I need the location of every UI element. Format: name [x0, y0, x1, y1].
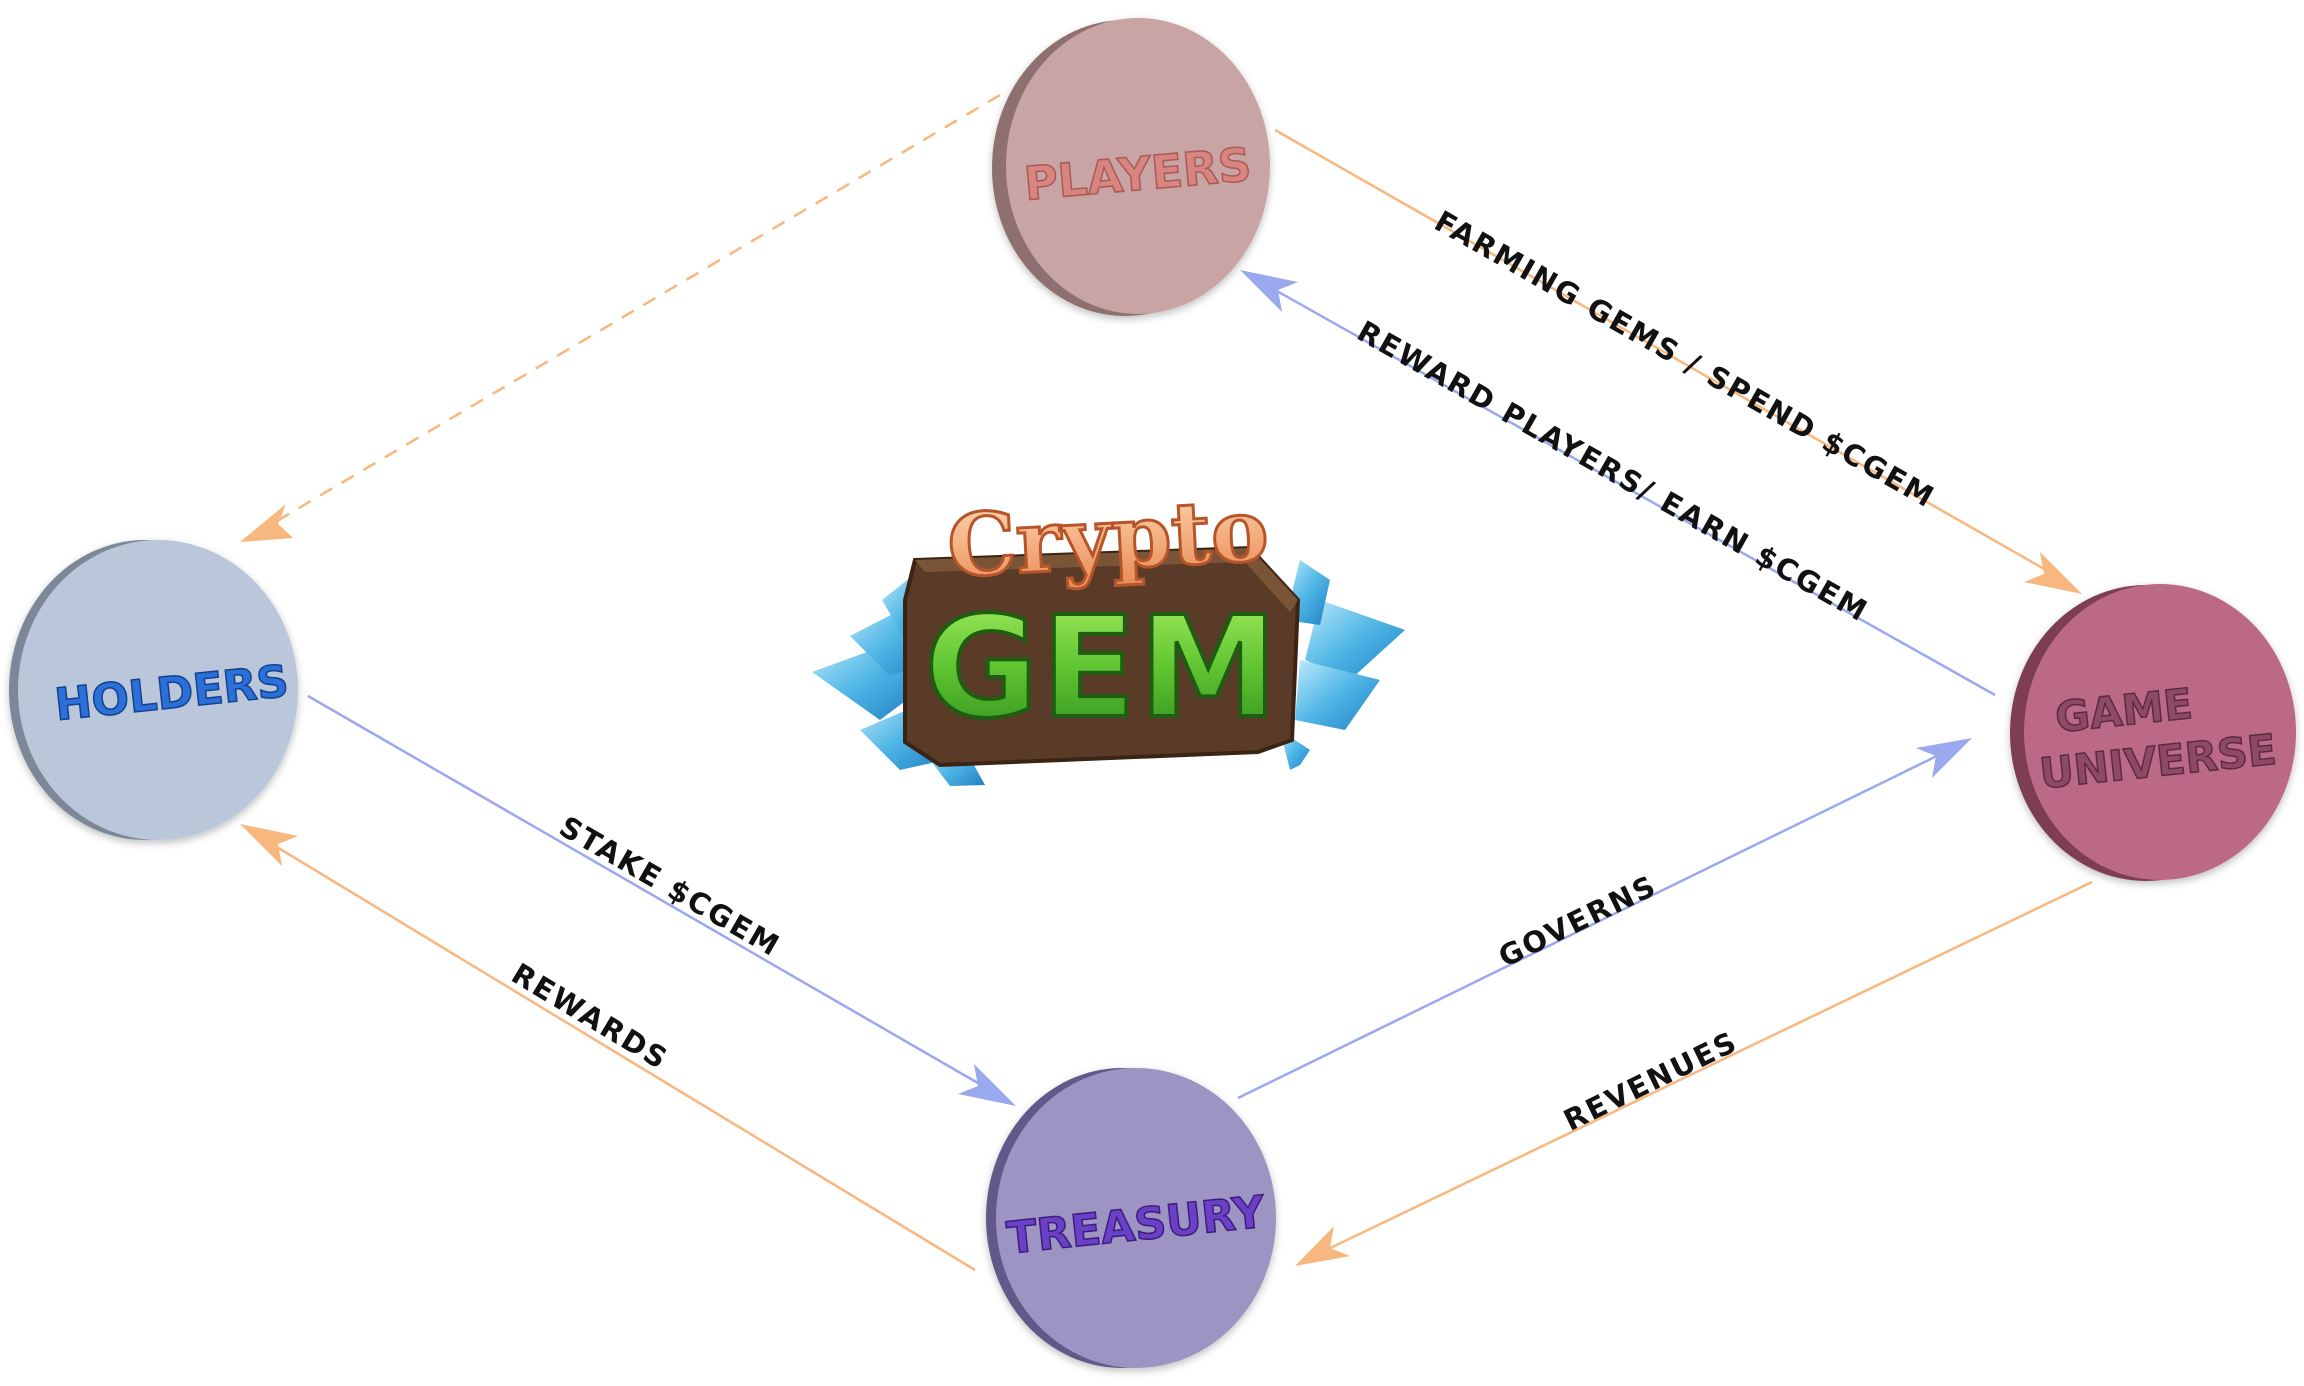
arrowhead — [1240, 270, 1298, 312]
arrowhead — [240, 824, 298, 866]
node-game-universe: GAME UNIVERSE — [2010, 584, 2296, 881]
edge-label-stake: STAKE $CGEM — [554, 809, 787, 963]
edge-label-farming: FARMING GEMS / SPEND $CGEM — [1429, 204, 1941, 515]
arrowhead — [2024, 552, 2082, 594]
edge-label-reward-players: REWARD PLAYERS/ EARN $CGEM — [1352, 314, 1875, 629]
logo-text-crypto: Crypto — [945, 480, 1271, 598]
arrowhead — [958, 1064, 1016, 1106]
logo-board — [903, 545, 1301, 768]
cryptogem-logo: Crypto GEM — [812, 478, 1405, 786]
arrowhead — [1916, 738, 1972, 778]
edge-treasury-to-game: GOVERNS — [1237, 738, 1972, 1100]
arrowhead — [240, 504, 293, 542]
edge-game-to-treasury: REVENUES — [1295, 880, 2093, 1266]
logo-board-highlight — [915, 548, 1298, 612]
crystal-shape — [1295, 660, 1380, 730]
logo-text-gem: GEM — [924, 587, 1280, 750]
edge-label-rewards: REWARDS — [506, 956, 675, 1076]
arrowhead — [1295, 1226, 1350, 1266]
node-treasury: TREASURY — [986, 1068, 1276, 1368]
crystal-shape — [1305, 600, 1405, 680]
edge-players-to-holders — [240, 93, 1001, 542]
node-holders: HOLDERS — [9, 540, 298, 840]
edge-label-revenues: REVENUES — [1558, 1024, 1743, 1137]
edge-label-governs: GOVERNS — [1493, 868, 1662, 974]
edge-treasury-to-holders: REWARDS — [240, 824, 976, 1272]
node-players: PLAYERS — [992, 18, 1270, 316]
